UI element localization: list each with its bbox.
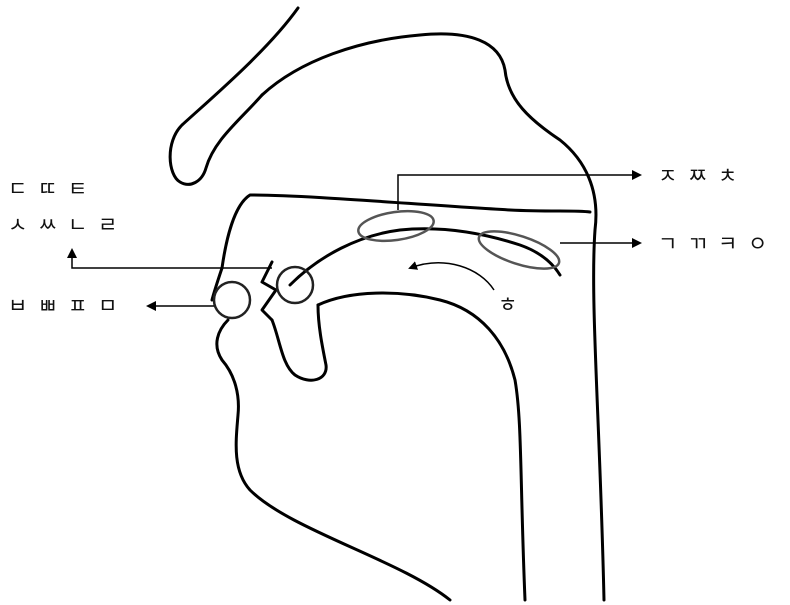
palate-outline — [222, 195, 590, 268]
tongue-body — [318, 293, 525, 600]
alveolar-circle — [277, 267, 313, 303]
nasal-cavity-outline — [262, 34, 604, 600]
lower-incisor — [272, 305, 326, 380]
tongue-surface — [290, 229, 560, 285]
lower-lip-jaw — [217, 320, 450, 600]
alveolar-label-row2: ㅅ ㅆ ㄴ ㄹ — [8, 213, 119, 237]
alveolar-label-row1: ㄷ ㄸ ㅌ — [8, 177, 89, 201]
tongue-tip — [262, 262, 276, 320]
velar-label: ㄱ ㄲ ㅋ ㅇ — [658, 232, 769, 256]
palatal-oval — [356, 207, 435, 245]
glottal-arrow — [410, 263, 494, 290]
bilabial-circle — [214, 282, 250, 318]
velar-oval — [475, 224, 564, 277]
glottal-label: ㅎ — [498, 293, 519, 317]
nose-outline — [170, 8, 298, 184]
bilabial-label: ㅂ ㅃ ㅍ ㅁ — [8, 294, 119, 318]
palatal-label: ㅈ ㅉ ㅊ — [658, 164, 739, 188]
alveolar-leader — [72, 250, 272, 268]
